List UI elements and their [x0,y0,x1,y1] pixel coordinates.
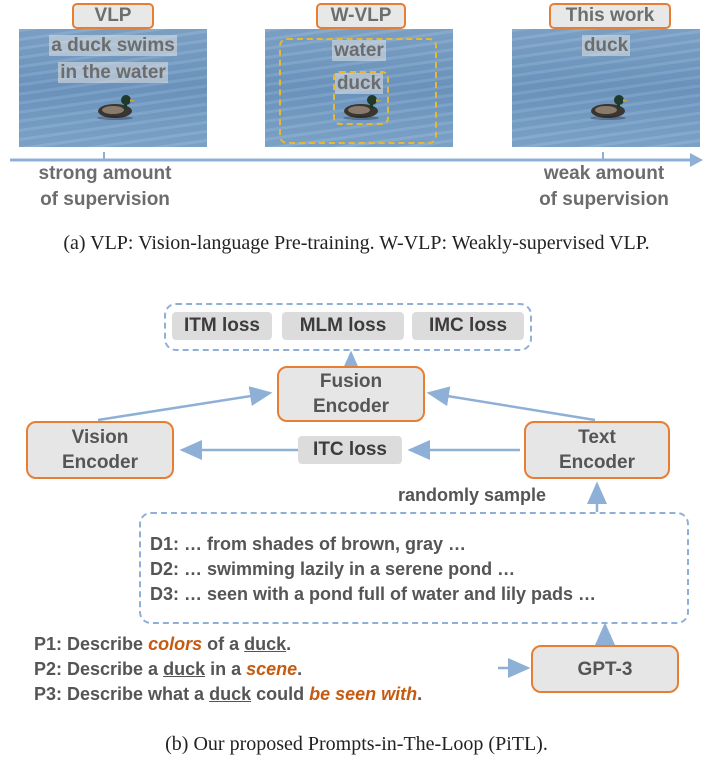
caption-b: (b) Our proposed Prompts-in-The-Loop (Pi… [165,733,548,755]
duck-icon [97,95,136,120]
mlm-loss: MLM loss [282,312,404,340]
tag-this-work: This work [549,3,671,29]
imc-loss: IMC loss [412,312,524,340]
prompt-p2: P2: Describe a duck in a scene. [34,659,303,679]
duck-label: duck [334,73,384,94]
supervision-axis-arrow [10,152,703,167]
randomly-sample-label: randomly sample [398,485,547,505]
duck-image-this-work: duck [512,29,700,147]
fusion-encoder: Fusion Encoder [277,366,425,422]
vision-encoder: Vision Encoder [26,421,174,479]
water-label: water [332,40,386,61]
water-bounding-box [279,38,437,144]
axis-label-strong: strong amount of supervision [38,163,172,210]
tag-vlp: VLP [72,3,154,29]
itm-loss: ITM loss [172,312,272,340]
duck-icon [590,95,629,120]
duck-image-vlp: a duck swims in the water [19,29,207,147]
duck-image-wvlp: water duck [265,29,453,147]
description-d1: D1: … from shades of brown, gray … [150,534,467,554]
image-caption-line1: a duck swims [49,35,177,56]
descriptions-group [139,512,689,624]
prompt-p3: P3: Describe what a duck could be seen w… [34,684,423,704]
tag-w-vlp: W-VLP [316,3,406,29]
caption-a: (a) VLP: Vision-language Pre-training. W… [63,232,650,254]
text-encoder: Text Encoder [524,421,670,479]
prompt-p1: P1: Describe colors of a duck. [34,634,292,654]
duck-label: duck [581,35,631,56]
gpt3-box: GPT-3 [531,645,679,693]
duck-icon [343,95,382,120]
image-caption-line2: in the water [58,62,168,83]
description-d3: D3: … seen with a pond full of water and… [150,584,597,604]
itc-loss: ITC loss [298,436,402,464]
description-d2: D2: … swimming lazily in a serene pond … [150,559,516,579]
duck-bounding-box [333,71,389,125]
losses-group [164,303,532,351]
axis-label-weak: weak amount of supervision [539,163,669,210]
